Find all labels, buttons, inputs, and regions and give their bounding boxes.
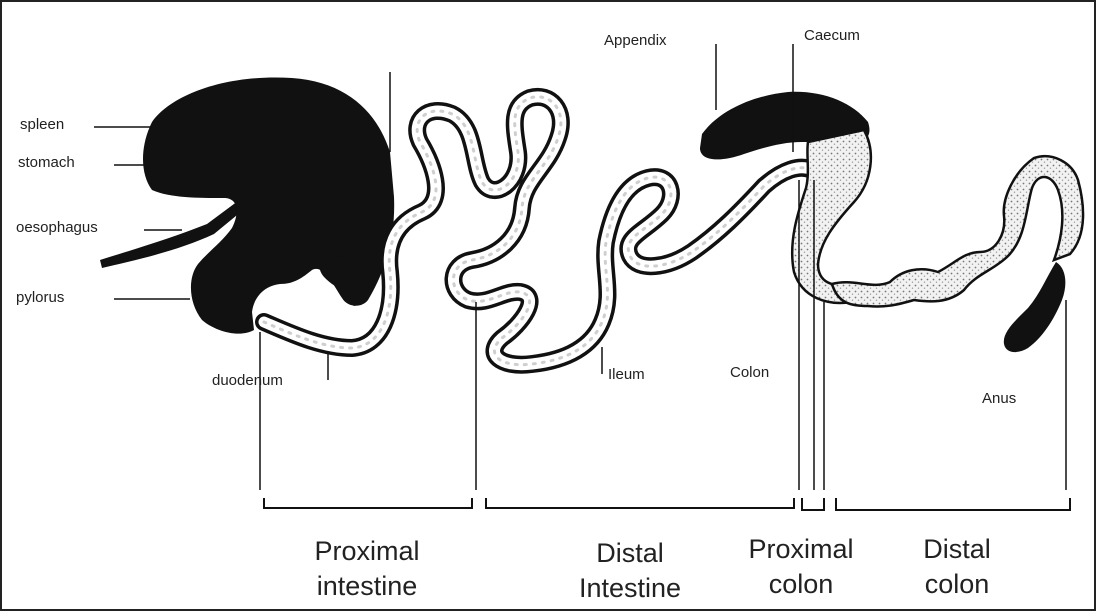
caption-proximal-colon: Proximal colon <box>736 532 866 602</box>
caption-proximal-intestine-line1: Proximal <box>302 534 432 569</box>
bracket-distal-intestine <box>486 498 794 508</box>
label-anus: Anus <box>982 390 1016 407</box>
label-oesophagus: oesophagus <box>16 219 98 236</box>
label-appendix: Appendix <box>604 32 667 49</box>
rectum-shape <box>1004 262 1066 352</box>
caption-distal-intestine: Distal Intestine <box>562 536 698 606</box>
bracket-proximal-colon <box>802 498 824 510</box>
label-colon: Colon <box>730 364 769 381</box>
label-caecum: Caecum <box>804 27 860 44</box>
bracket-distal-colon <box>836 498 1070 510</box>
caption-distal-colon-line2: colon <box>902 567 1012 602</box>
caption-proximal-intestine: Proximal intestine <box>302 534 432 604</box>
label-stomach: stomach <box>18 154 75 171</box>
bracket-proximal-intestine <box>264 498 472 508</box>
caption-distal-intestine-line2: Intestine <box>562 571 698 606</box>
label-pylorus: pylorus <box>16 289 64 306</box>
proximal-colon-shape <box>792 130 871 303</box>
caption-proximal-intestine-line2: intestine <box>302 569 432 604</box>
label-spleen: spleen <box>20 116 64 133</box>
label-ileum: Ileum <box>608 366 645 383</box>
region-brackets <box>264 498 1070 510</box>
caption-distal-intestine-line1: Distal <box>562 536 698 571</box>
caption-proximal-colon-line2: colon <box>736 567 866 602</box>
caption-proximal-colon-line1: Proximal <box>736 532 866 567</box>
caption-distal-colon-line1: Distal <box>902 532 1012 567</box>
caption-distal-colon: Distal colon <box>902 532 1012 602</box>
label-duodenum: duodenum <box>212 372 283 389</box>
